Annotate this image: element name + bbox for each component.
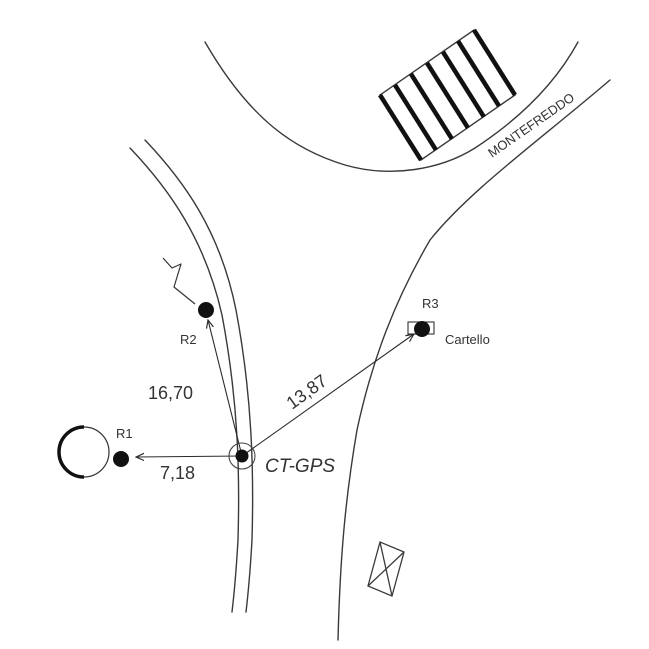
r3-point (414, 321, 430, 337)
r1-label: R1 (116, 426, 133, 441)
measure-line-r3 (241, 334, 414, 457)
tree-symbol (57, 425, 110, 479)
crossed-box-marker (367, 541, 405, 597)
r2-label: R2 (180, 332, 197, 347)
hatched-building (378, 28, 517, 162)
measure-line-r1 (136, 456, 243, 457)
r2-distance: 16,70 (148, 383, 193, 403)
zigzag-symbol (162, 257, 196, 305)
r2-point (198, 302, 214, 318)
r3-label: R3 (422, 296, 439, 311)
station-label: CT-GPS (265, 456, 335, 477)
measurement-lines (136, 320, 414, 457)
r3-note-label: Cartello (445, 332, 490, 347)
station-marker (228, 442, 256, 470)
road-curve-outer-edge (129, 147, 240, 613)
road-right-inner-edge (337, 79, 611, 641)
road-lines (129, 41, 611, 641)
road-curve-inner-edge (144, 139, 254, 613)
r3-distance: 13,87 (283, 371, 331, 414)
r1-point (113, 451, 129, 467)
road-top-edge (204, 41, 579, 172)
r1-distance: 7,18 (160, 463, 195, 483)
measure-line-r2 (208, 320, 243, 457)
